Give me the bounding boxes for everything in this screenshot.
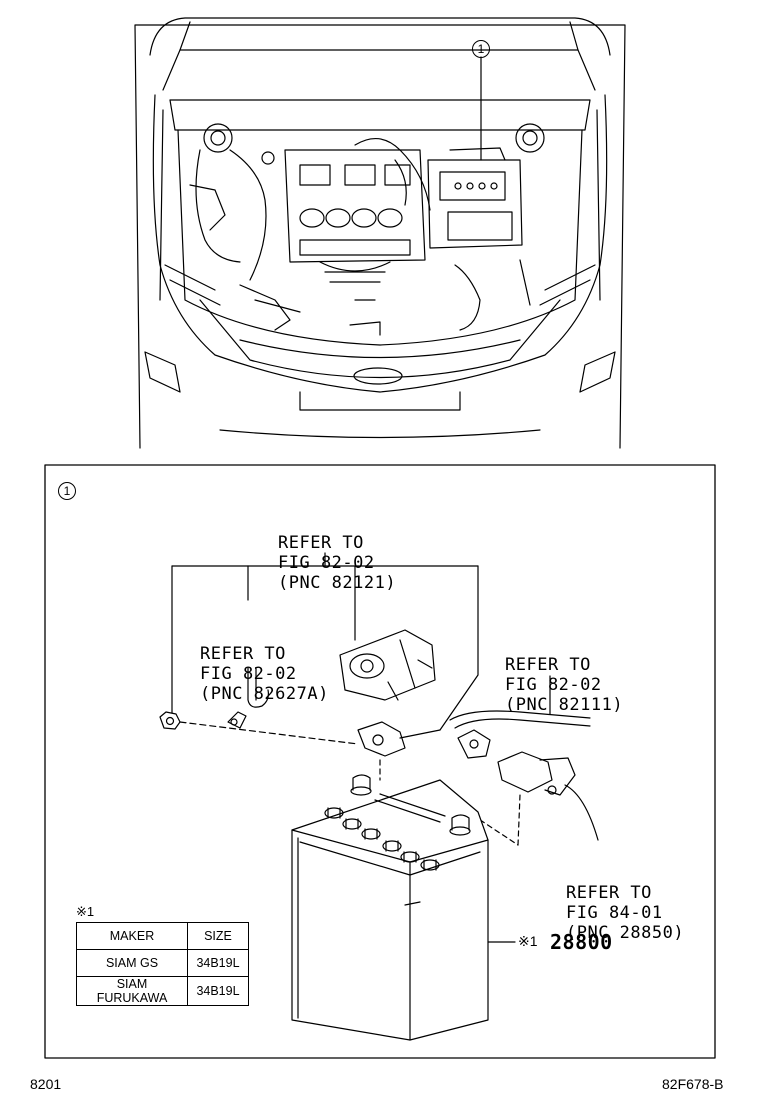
table-row: SIAM GS 34B19L — [76, 949, 249, 977]
table-header-maker: MAKER — [76, 922, 188, 950]
ground-cable — [227, 667, 269, 729]
table-cell-size: 34B19L — [187, 976, 249, 1006]
terminal-cover — [339, 629, 436, 701]
fusible-link — [497, 751, 599, 841]
table-row: SIAM FURUKAWA 34B19L — [76, 976, 249, 1006]
footer-right-code: 82F678-B — [662, 1076, 724, 1092]
positive-cable — [449, 675, 591, 759]
battery-part-number: 28800 — [550, 930, 613, 954]
table-cell-maker: SIAM FURUKAWA — [76, 976, 188, 1006]
table-header-size: SIZE — [187, 922, 249, 950]
terminal-nut — [159, 711, 181, 730]
positive-terminal — [357, 721, 441, 757]
callout-1-detail: 1 — [58, 482, 76, 500]
footer-left-code: 8201 — [30, 1076, 62, 1092]
detail-illustration — [159, 552, 599, 1041]
detail-frame — [44, 464, 716, 1059]
engine-bay-illustration — [134, 17, 626, 449]
table-cell-size: 34B19L — [187, 949, 249, 977]
battery-note-mark: ※1 — [518, 933, 538, 949]
callout-1-top: 1 — [472, 40, 490, 58]
table-cell-maker: SIAM GS — [76, 949, 188, 977]
maker-size-table: MAKER SIZE SIAM GS 34B19L SIAM FURUKAWA … — [76, 922, 249, 1006]
table-note-mark: ※1 — [76, 904, 95, 919]
battery — [291, 774, 516, 1041]
